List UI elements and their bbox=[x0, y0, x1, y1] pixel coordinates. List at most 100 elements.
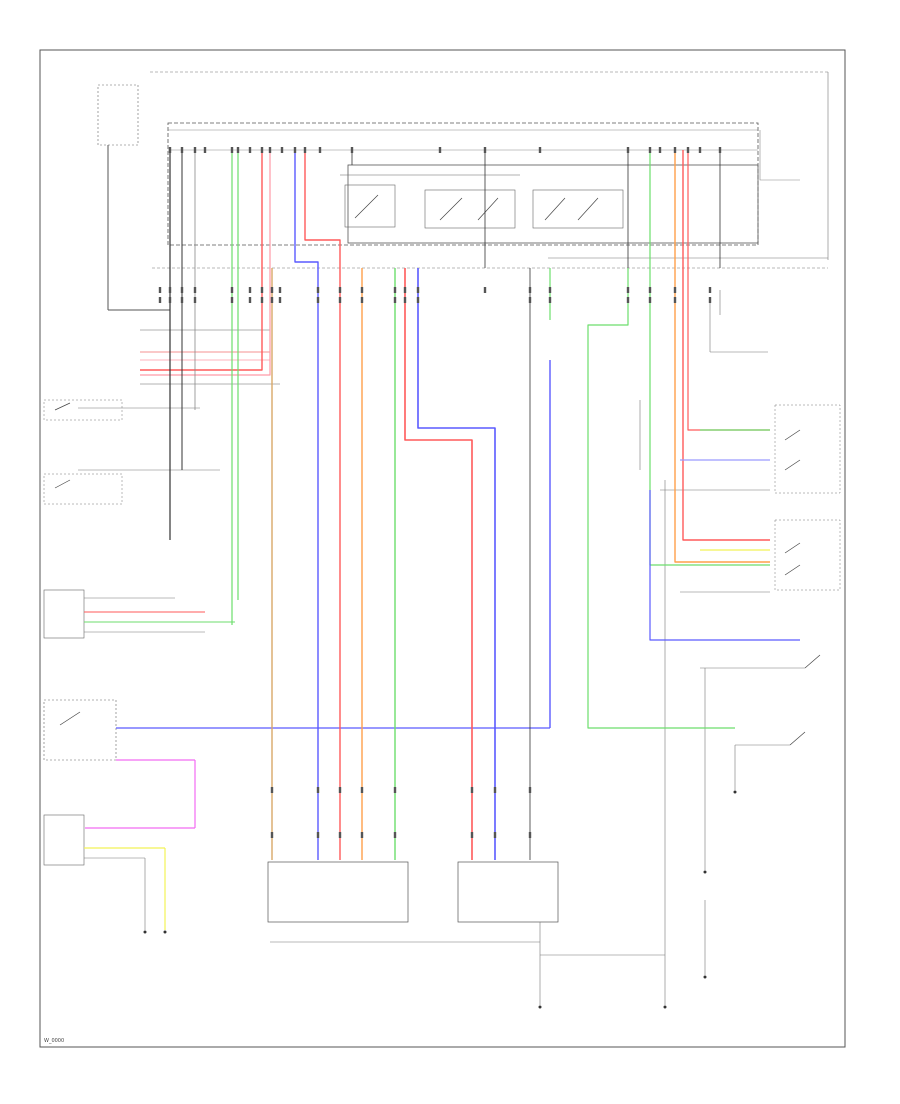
pin-marker bbox=[658, 147, 662, 153]
pin-marker bbox=[708, 287, 712, 293]
pin-marker bbox=[360, 787, 364, 793]
relay-3 bbox=[532, 189, 624, 229]
pin-marker bbox=[360, 297, 364, 303]
pin-marker bbox=[260, 287, 264, 293]
green-wire-6 bbox=[649, 150, 770, 566]
red-wire-3 bbox=[404, 268, 473, 860]
pin-marker bbox=[483, 147, 487, 153]
pin-marker bbox=[708, 297, 712, 303]
pin-marker bbox=[168, 297, 172, 303]
pin-marker bbox=[338, 287, 342, 293]
pin-marker bbox=[483, 287, 487, 293]
pin-marker bbox=[698, 147, 702, 153]
right-switch-feeds bbox=[639, 290, 770, 593]
pin-marker bbox=[158, 297, 162, 303]
gray-wire-2 bbox=[759, 130, 800, 181]
pin-marker bbox=[718, 147, 722, 153]
pin-marker bbox=[686, 147, 690, 153]
pin-marker bbox=[270, 787, 274, 793]
pin-marker bbox=[316, 832, 320, 838]
ground-point-right bbox=[663, 1005, 667, 1009]
pin-marker bbox=[528, 832, 532, 838]
pin-marker bbox=[316, 297, 320, 303]
pin-marker bbox=[470, 787, 474, 793]
pin-marker bbox=[193, 147, 197, 153]
pin-marker bbox=[338, 297, 342, 303]
pin-marker bbox=[393, 787, 397, 793]
pin-marker bbox=[403, 297, 407, 303]
pin-marker bbox=[673, 287, 677, 293]
pin-marker bbox=[393, 297, 397, 303]
left-ground-point-2 bbox=[163, 930, 167, 934]
pin-marker bbox=[528, 297, 532, 303]
pin-marker bbox=[648, 287, 652, 293]
pin-marker bbox=[626, 297, 630, 303]
rear-door-switch-right bbox=[733, 731, 806, 794]
pin-marker bbox=[338, 787, 342, 793]
rear-door-switch-left bbox=[43, 814, 166, 930]
pin-marker bbox=[230, 297, 234, 303]
pin-marker bbox=[316, 287, 320, 293]
pin-marker bbox=[350, 147, 354, 153]
front-passenger-switch bbox=[43, 469, 220, 505]
pin-marker bbox=[270, 832, 274, 838]
pin-marker bbox=[626, 287, 630, 293]
main-control-module bbox=[167, 122, 759, 246]
pin-marker bbox=[470, 832, 474, 838]
left-ground-point-1 bbox=[143, 930, 147, 934]
pin-marker bbox=[230, 147, 234, 153]
green-wire-5 bbox=[587, 268, 735, 729]
pin-marker bbox=[203, 147, 207, 153]
front-door-lock-switch-right bbox=[774, 519, 841, 591]
door-switch-group bbox=[140, 329, 280, 385]
pin-marker bbox=[538, 147, 542, 153]
pin-marker bbox=[180, 147, 184, 153]
pin-marker bbox=[548, 287, 552, 293]
pin-marker bbox=[278, 297, 282, 303]
pin-marker bbox=[248, 147, 252, 153]
relay-1 bbox=[344, 184, 396, 228]
power-window-main-switch bbox=[43, 699, 550, 829]
blue-wire-1 bbox=[294, 150, 319, 860]
blue-wire-4 bbox=[649, 490, 800, 641]
ground-point-left bbox=[538, 1005, 542, 1009]
pin-marker bbox=[230, 287, 234, 293]
pin-marker bbox=[168, 287, 172, 293]
relay-2 bbox=[424, 189, 516, 229]
pin-marker bbox=[270, 287, 274, 293]
pin-marker bbox=[260, 297, 264, 303]
orange-wire-2 bbox=[674, 150, 770, 563]
red-wire-1 bbox=[140, 150, 263, 371]
pin-marker bbox=[493, 832, 497, 838]
pin-marker bbox=[403, 287, 407, 293]
diagram-border bbox=[39, 49, 846, 1048]
pin-marker bbox=[360, 287, 364, 293]
pin-marker bbox=[673, 297, 677, 303]
colored-wires bbox=[140, 130, 800, 860]
pin-marker bbox=[293, 147, 297, 153]
figure-id: W_0000 bbox=[44, 1038, 64, 1044]
pin-marker bbox=[338, 832, 342, 838]
pin-marker bbox=[648, 147, 652, 153]
rear-window-switch bbox=[43, 399, 200, 421]
pin-marker bbox=[270, 297, 274, 303]
pin-marker bbox=[316, 787, 320, 793]
key-cylinder-switch bbox=[700, 654, 821, 979]
pin-marker bbox=[278, 287, 282, 293]
red-wire-4 bbox=[682, 150, 770, 541]
pin-marker bbox=[416, 287, 420, 293]
door-control-switch-left bbox=[43, 589, 235, 639]
pin-marker bbox=[248, 287, 252, 293]
pin-marker bbox=[438, 147, 442, 153]
pin-marker bbox=[528, 287, 532, 293]
pin-marker bbox=[268, 147, 272, 153]
pin-marker bbox=[393, 832, 397, 838]
pin-marker bbox=[180, 287, 184, 293]
relay-block bbox=[347, 164, 759, 244]
pin-marker bbox=[318, 147, 322, 153]
pin-marker bbox=[303, 147, 307, 153]
pin-marker bbox=[180, 297, 184, 303]
pin-marker bbox=[528, 787, 532, 793]
